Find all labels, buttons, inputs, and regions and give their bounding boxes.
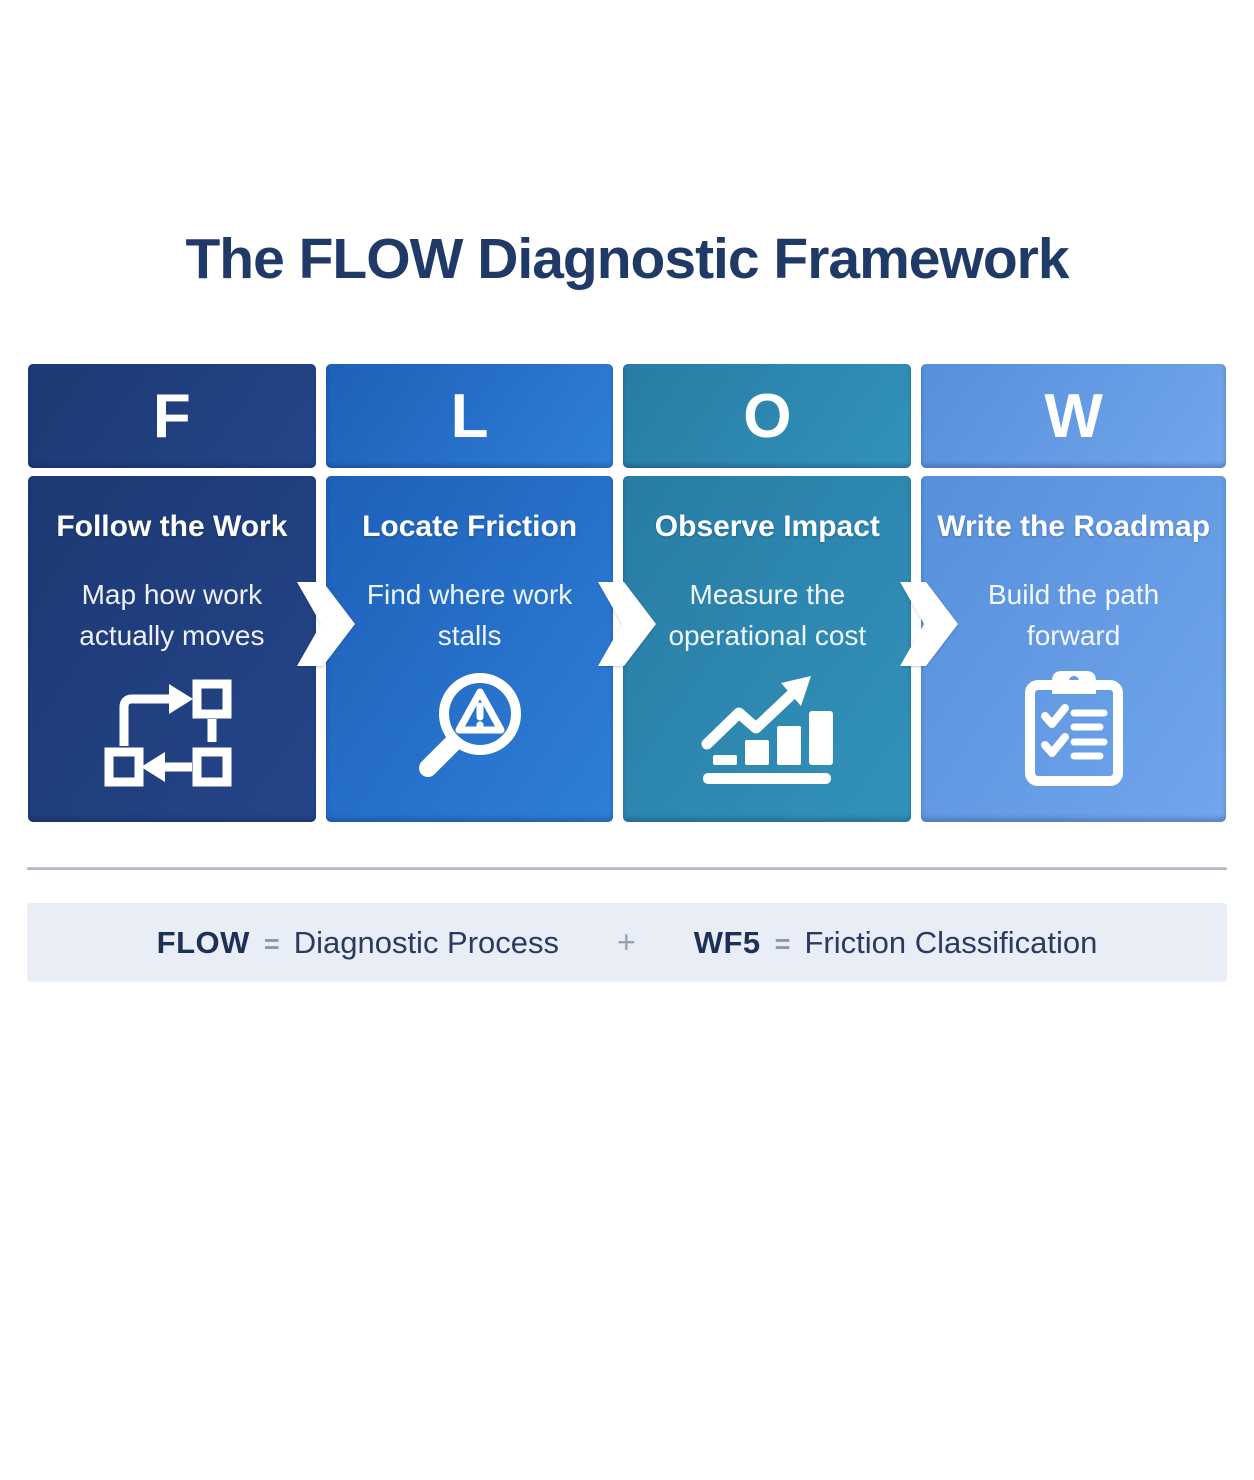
card-write-the-roadmap: Write the Roadmap Build the path forward	[921, 476, 1227, 822]
card-follow-the-work: Follow the Work Map how work actually mo…	[28, 476, 316, 822]
legend-bar: FLOW = Diagnostic Process + WF5 = Fricti…	[27, 903, 1227, 982]
card-subtitle: Build the path forward	[988, 574, 1159, 656]
subtitle-line-1: Measure the	[689, 579, 846, 610]
magnifier-warning-icon	[406, 666, 534, 790]
legend-definition: Diagnostic Process	[293, 924, 560, 960]
card-observe-impact: Observe Impact Measure the operational c…	[623, 476, 912, 822]
card-locate-friction: Locate Friction Find where work stalls	[325, 476, 614, 822]
clipboard-checklist-icon	[1018, 668, 1130, 790]
letter-box-o: O	[623, 364, 912, 468]
flow-step-arrow-icon	[296, 582, 355, 666]
plus-separator: +	[617, 924, 636, 960]
legend-term: FLOW	[156, 924, 250, 960]
letter-o: O	[743, 381, 792, 451]
letter-box-w: W	[921, 364, 1227, 468]
letter-w: W	[1044, 381, 1103, 451]
card-subtitle: Find where work stalls	[367, 574, 572, 656]
card-subtitle: Measure the operational cost	[668, 574, 866, 656]
growth-chart-icon	[693, 676, 841, 790]
letter-box-l: L	[325, 364, 614, 468]
subtitle-line-2: stalls	[437, 620, 502, 652]
subtitle-line-1: Find where work	[366, 579, 573, 610]
column-follow-the-work: F Follow the Work Map how work actually …	[28, 364, 316, 822]
flow-step-arrow-icon	[899, 582, 958, 666]
legend-definition: Friction Classification	[804, 924, 1098, 960]
letter-f: F	[152, 381, 191, 451]
legend-term: WF5	[693, 924, 761, 960]
flow-framework-board: F Follow the Work Map how work actually …	[28, 364, 1227, 822]
horizontal-divider	[27, 867, 1227, 870]
subtitle-line-2: forward	[1026, 620, 1121, 652]
card-heading: Follow the Work	[56, 510, 288, 543]
workflow-loop-icon	[97, 678, 247, 790]
equals-sign: =	[263, 928, 280, 959]
card-subtitle: Map how work actually moves	[79, 574, 264, 656]
legend-item-flow: FLOW = Diagnostic Process	[157, 925, 559, 961]
subtitle-line-2: operational cost	[668, 620, 867, 652]
column-observe-impact: O Observe Impact Measure the operational…	[623, 364, 912, 822]
card-heading: Locate Friction	[362, 510, 578, 543]
flow-step-arrow-icon	[598, 582, 656, 666]
subtitle-line-2: actually moves	[79, 620, 265, 652]
card-heading: Write the Roadmap	[937, 510, 1211, 543]
letter-box-f: F	[28, 364, 316, 468]
column-locate-friction: L Locate Friction Find where work stalls	[325, 364, 614, 822]
card-heading: Observe Impact	[654, 510, 880, 543]
letter-l: L	[450, 381, 489, 451]
subtitle-line-1: Build the path	[987, 579, 1160, 610]
equals-sign: =	[774, 928, 791, 959]
legend-item-wf5: WF5 = Friction Classification	[694, 925, 1098, 961]
column-write-the-roadmap: W Write the Roadmap Build the path forwa…	[921, 364, 1227, 822]
subtitle-line-1: Map how work	[81, 579, 263, 610]
page-title: The FLOW Diagnostic Framework	[185, 227, 1069, 291]
